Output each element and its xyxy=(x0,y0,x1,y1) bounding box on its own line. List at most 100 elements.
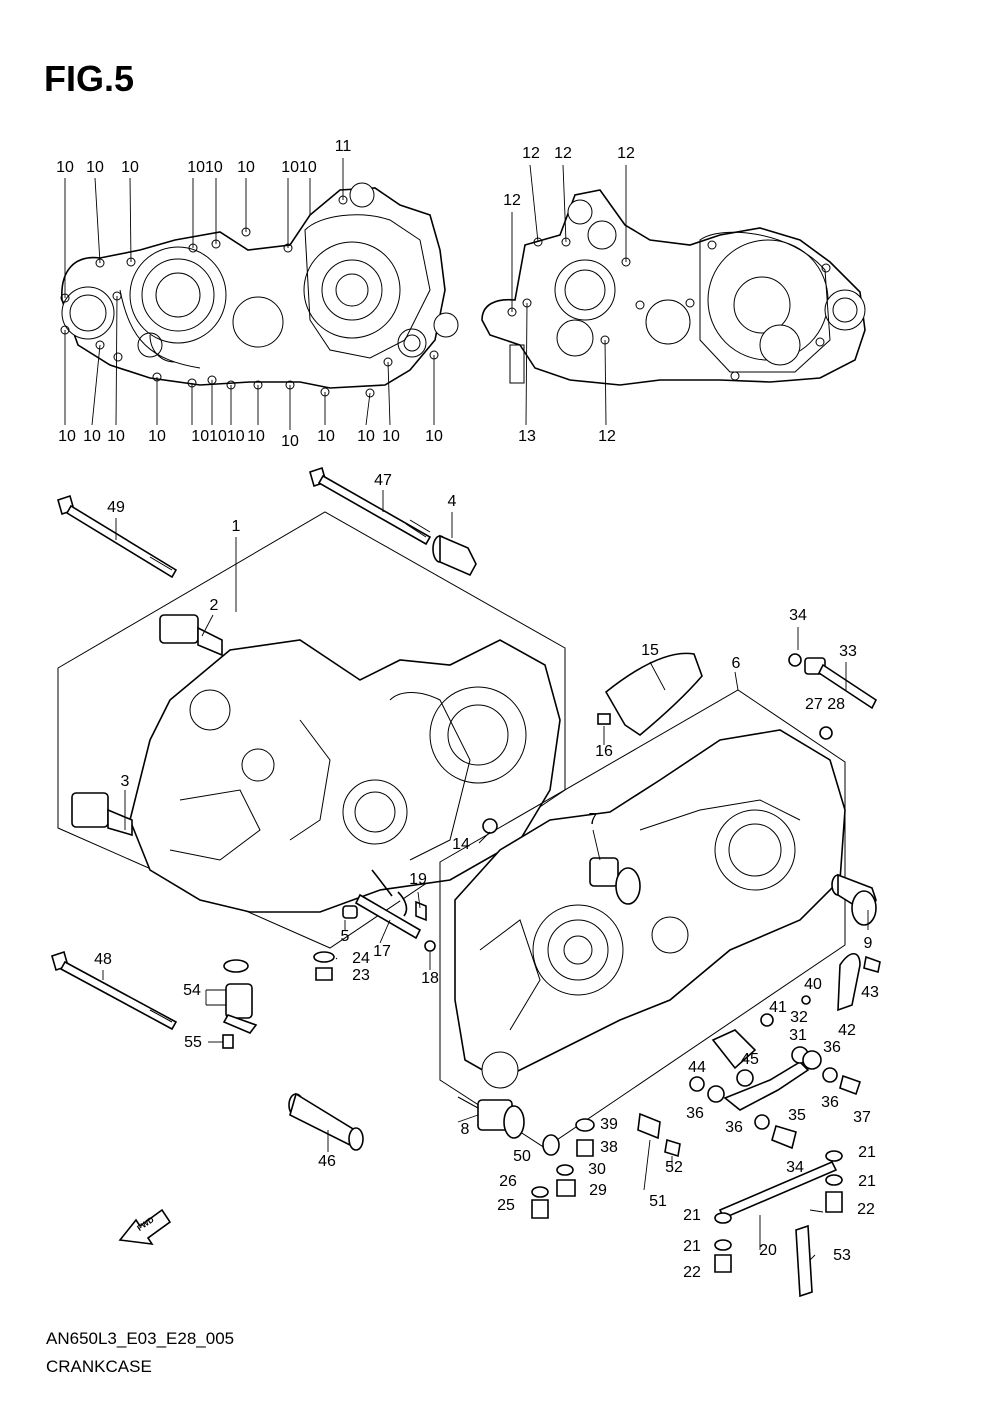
diagram-code: AN650L3_E03_E28_005 xyxy=(46,1329,235,1348)
callout-45: 45 xyxy=(741,1051,759,1068)
callout-17: 17 xyxy=(373,943,391,960)
callout-2: 2 xyxy=(210,597,219,614)
callout-25: 25 xyxy=(497,1197,515,1214)
callout-5: 5 xyxy=(341,928,350,945)
callout-10: 10 xyxy=(425,428,443,445)
callout-10: 10 xyxy=(86,159,104,176)
callout-10: 10 xyxy=(382,428,400,445)
callout-22: 22 xyxy=(683,1264,701,1281)
bolt-47 xyxy=(309,466,432,546)
callout-47: 47 xyxy=(374,472,392,489)
callout-36: 36 xyxy=(686,1105,704,1122)
callout-54: 54 xyxy=(183,982,201,999)
part-2-seal xyxy=(159,614,223,657)
callout-21: 21 xyxy=(683,1207,701,1224)
callout-36: 36 xyxy=(823,1039,841,1056)
callout-10: 10 xyxy=(83,428,101,445)
callout-18: 18 xyxy=(421,970,439,987)
callout-36: 36 xyxy=(725,1119,743,1136)
callout-7: 7 xyxy=(589,811,598,828)
callout-30: 30 xyxy=(588,1161,606,1178)
small-parts-center xyxy=(222,869,436,1049)
callout-52: 52 xyxy=(665,1159,683,1176)
callout-12: 12 xyxy=(522,145,540,162)
callout-50: 50 xyxy=(513,1148,531,1165)
callout-10: 10 xyxy=(58,428,76,445)
callout-51: 51 xyxy=(649,1193,667,1210)
callout-34: 34 xyxy=(789,607,807,624)
callout-21: 21 xyxy=(858,1173,876,1190)
callout-49: 49 xyxy=(107,499,125,516)
callout-22: 22 xyxy=(857,1201,875,1218)
oil-pipe-assembly xyxy=(531,952,881,1298)
callout-36: 36 xyxy=(821,1094,839,1111)
callout-38: 38 xyxy=(600,1139,618,1156)
callout-43: 43 xyxy=(861,984,879,1001)
callout-10: 10 xyxy=(107,428,125,445)
callout-14: 14 xyxy=(452,836,470,853)
callout-10-10: 1010 xyxy=(281,159,317,176)
callout-12: 12 xyxy=(598,428,616,445)
callout-9: 9 xyxy=(864,935,873,952)
crankcase-left-side-view xyxy=(60,182,459,398)
crankcase-6-exploded xyxy=(439,689,877,1149)
callout-31: 31 xyxy=(789,1027,807,1044)
callout-48: 48 xyxy=(94,951,112,968)
callout-40: 40 xyxy=(804,976,822,993)
leaders-top-right xyxy=(511,164,627,426)
diagram-name: CRANKCASE xyxy=(46,1357,152,1376)
callout-12: 12 xyxy=(617,145,635,162)
callout-15: 15 xyxy=(641,642,659,659)
callout-10: 10 xyxy=(247,428,265,445)
leaders-main xyxy=(102,490,869,1261)
callout-39: 39 xyxy=(600,1116,618,1133)
leaders-top-left xyxy=(64,158,435,430)
callout-19: 19 xyxy=(409,871,427,888)
callout-23: 23 xyxy=(352,967,370,984)
callout-53: 53 xyxy=(833,1247,851,1264)
bolt-49 xyxy=(57,494,178,579)
part-8-seal xyxy=(457,1096,525,1139)
callout-10: 10 xyxy=(357,428,375,445)
callout-10: 10 xyxy=(121,159,139,176)
callout-46: 46 xyxy=(318,1153,336,1170)
callout-6: 6 xyxy=(732,655,741,672)
callout-1: 1 xyxy=(232,518,241,535)
callout-20: 20 xyxy=(759,1242,777,1259)
callout-10-10-10: 101010 xyxy=(191,428,244,445)
part-3-seal xyxy=(71,792,133,837)
callout-10: 10 xyxy=(56,159,74,176)
dowel-46 xyxy=(288,1092,364,1151)
callout-32: 32 xyxy=(790,1009,808,1026)
callout-10: 10 xyxy=(317,428,335,445)
callout-26: 26 xyxy=(499,1173,517,1190)
callout-13: 13 xyxy=(518,428,536,445)
callout-11: 11 xyxy=(335,138,352,155)
callout-41: 41 xyxy=(769,999,787,1016)
callout-35: 35 xyxy=(788,1107,806,1124)
upper-right-parts xyxy=(597,652,878,740)
callout-37: 37 xyxy=(853,1109,871,1126)
callout-numbers: 10 10 10 1010 10 1010 11 10 10 10 10 101… xyxy=(56,138,879,1281)
callout-24: 24 xyxy=(352,950,370,967)
callout-27-28: 27 28 xyxy=(805,696,845,713)
callout-34: 34 xyxy=(786,1159,804,1176)
crankcase-1-exploded xyxy=(57,511,566,949)
callout-10-10: 1010 xyxy=(187,159,223,176)
callout-44: 44 xyxy=(688,1059,706,1076)
callout-16: 16 xyxy=(595,743,613,760)
callout-10: 10 xyxy=(148,428,166,445)
fwd-arrow-icon: FWD xyxy=(118,1208,172,1246)
callout-42: 42 xyxy=(838,1022,856,1039)
callout-21: 21 xyxy=(858,1144,876,1161)
callout-12: 12 xyxy=(554,145,572,162)
callout-33: 33 xyxy=(839,643,857,660)
callout-3: 3 xyxy=(121,773,130,790)
callout-55: 55 xyxy=(184,1034,202,1051)
bolt-48 xyxy=(51,950,178,1031)
callout-4: 4 xyxy=(448,493,457,510)
bolts-upper-left xyxy=(51,466,477,1151)
figure-title: FIG.5 xyxy=(44,58,135,99)
